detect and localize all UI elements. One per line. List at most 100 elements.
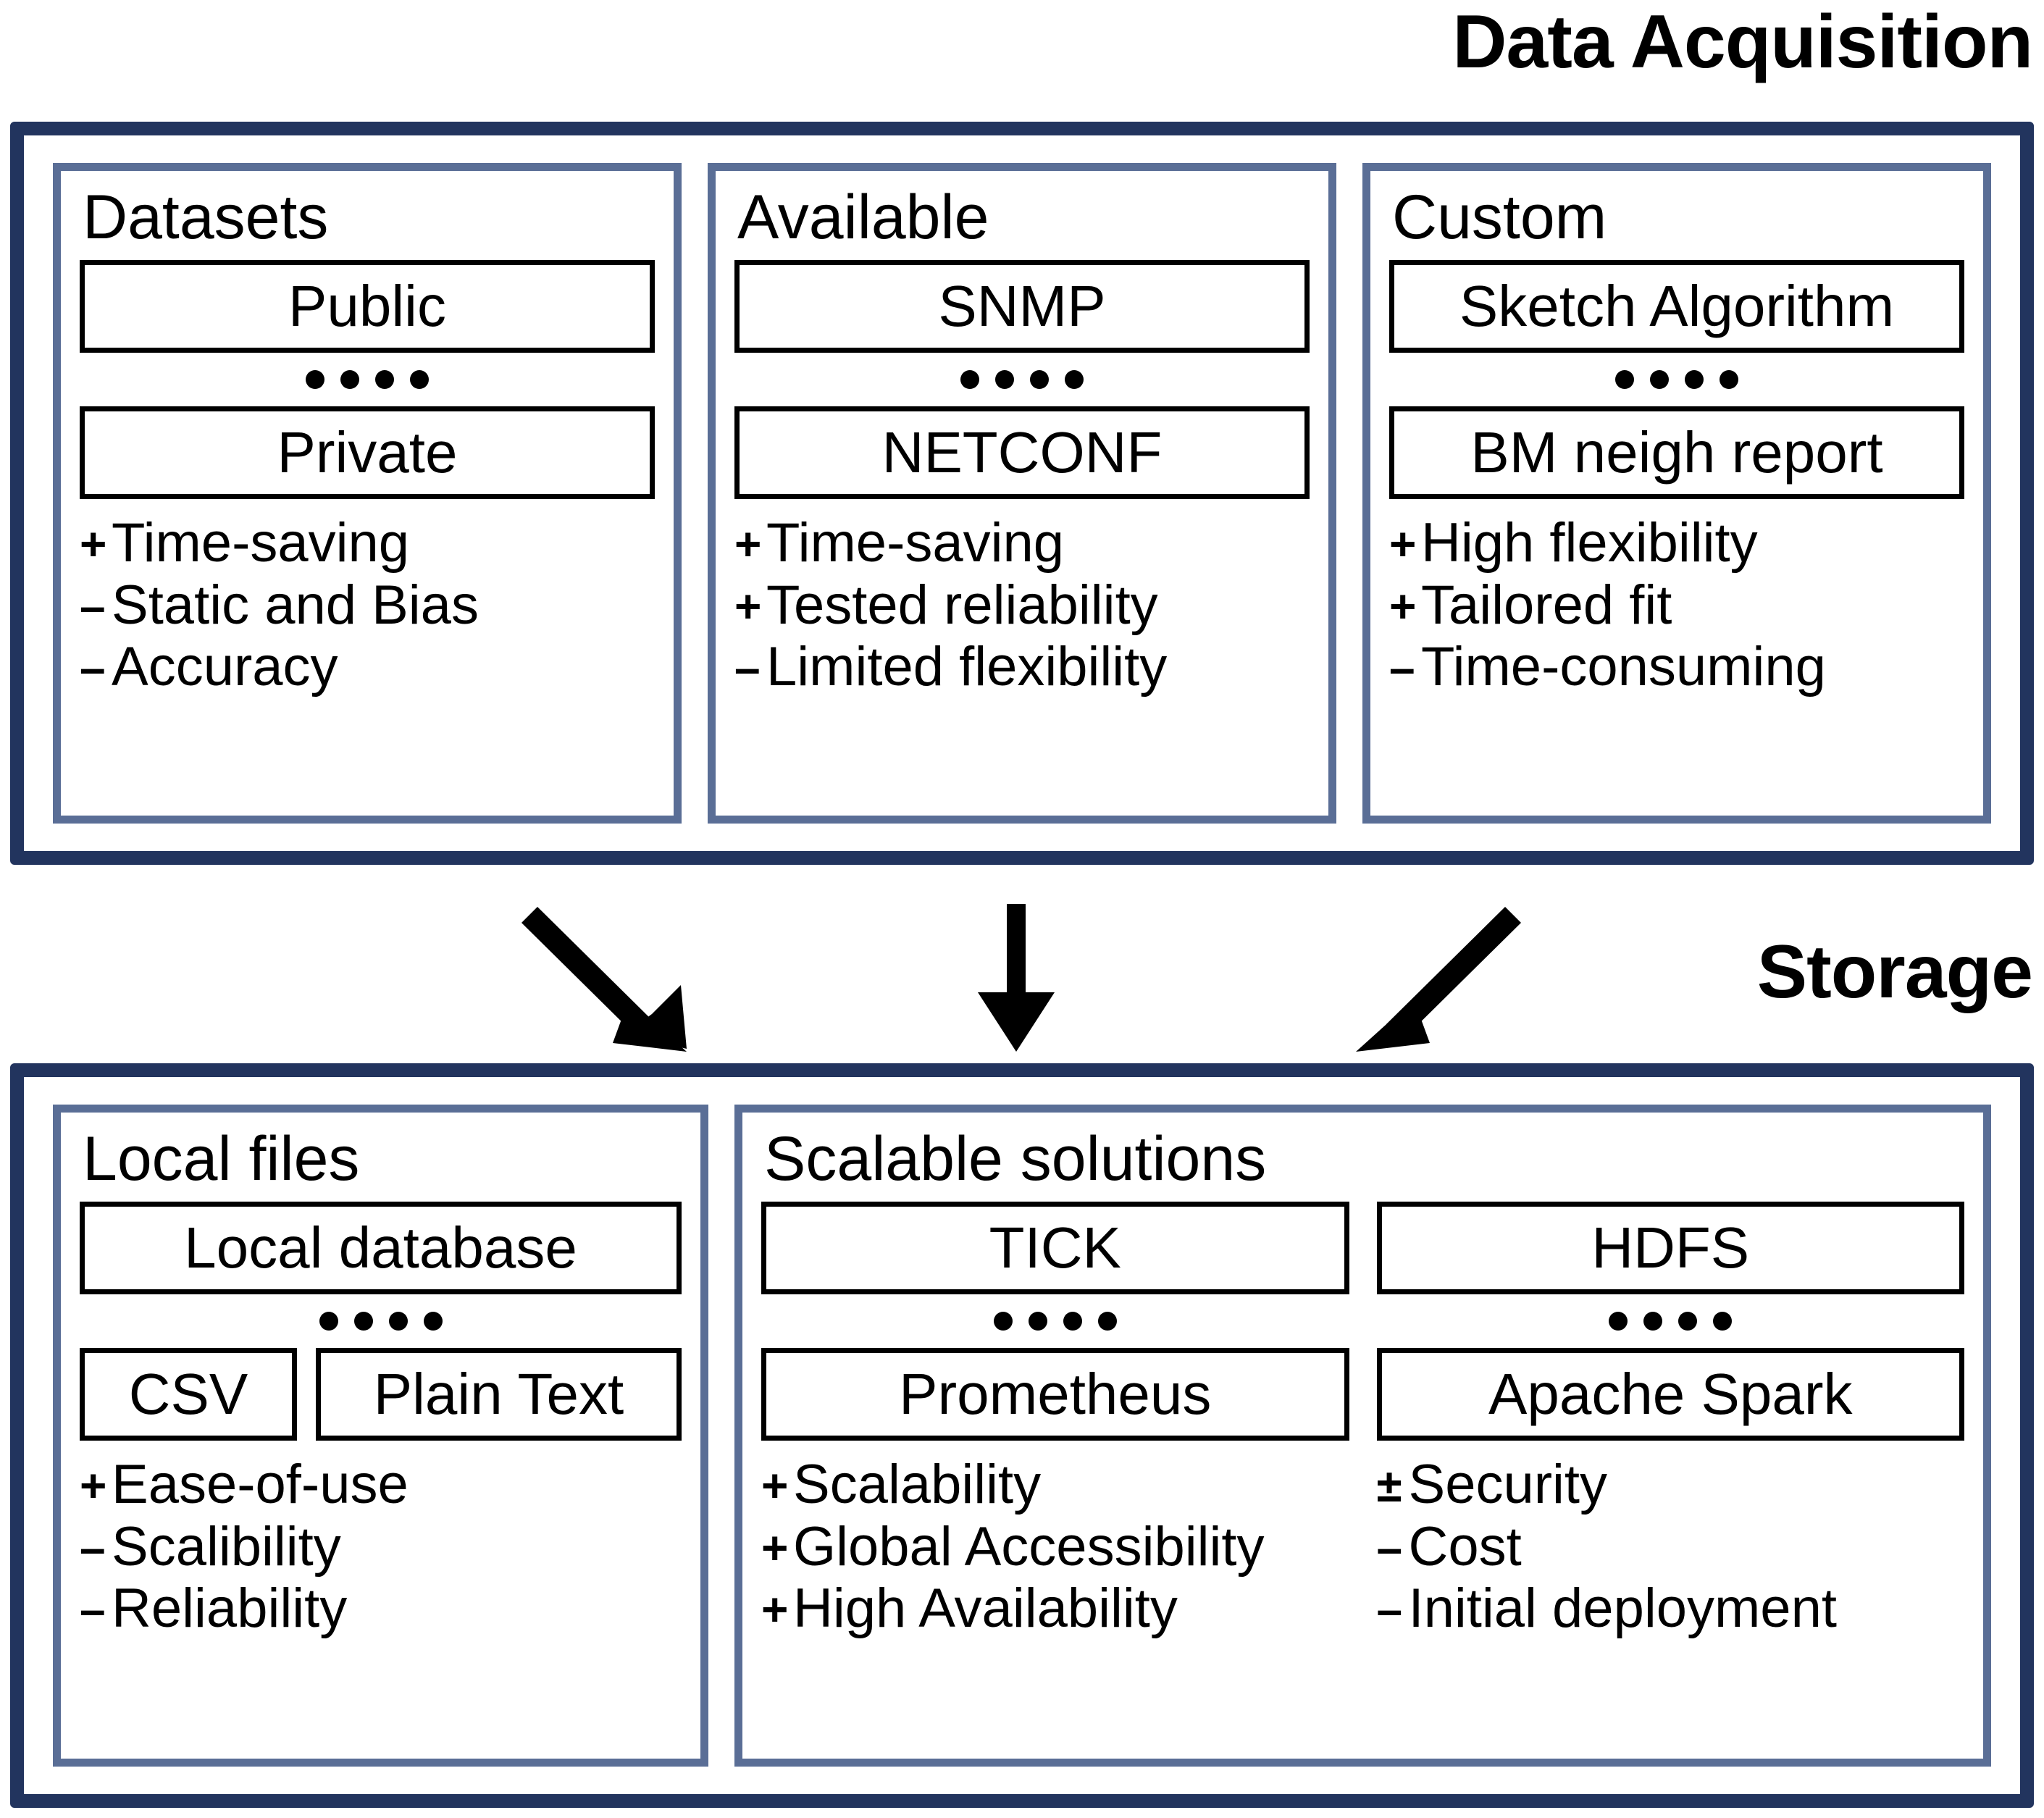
item-box-prometheus[interactable]: Prometheus: [761, 1348, 1349, 1441]
pros-cons-text: Scalability: [793, 1454, 1042, 1516]
group-data-acquisition: Datasets Public Private + Time-saving: [10, 122, 2034, 865]
panel-scalable-solutions[interactable]: Scalable solutions TICK Prometheus: [734, 1105, 1991, 1767]
pros-cons-row: – Initial deployment: [1377, 1578, 1965, 1639]
dot: [1678, 1312, 1698, 1331]
pros-cons-list-custom: + High flexibility + Tailored fit – Time…: [1389, 512, 1964, 697]
dot: [375, 370, 394, 390]
item-box-bm-neigh-report[interactable]: BM neigh report: [1389, 406, 1964, 500]
plus-minus-sign-icon: ±: [1376, 1459, 1402, 1512]
dot: [1685, 370, 1704, 390]
dot: [1097, 1312, 1117, 1331]
scalable-column-hdfs: HDFS Apache Spark ± Security: [1376, 1202, 1965, 1744]
panel-available[interactable]: Available SNMP NETCONF + Time-saving: [708, 163, 1336, 824]
separator-dots: [761, 1294, 1349, 1348]
pros-cons-text: Scalibility: [112, 1515, 341, 1578]
dot: [319, 1312, 338, 1331]
item-box-snmp[interactable]: SNMP: [734, 260, 1310, 353]
pros-cons-row: – Static and Bias: [80, 574, 655, 636]
pros-cons-row: + High Availability: [761, 1578, 1349, 1639]
dot: [960, 370, 979, 390]
dot: [1065, 370, 1084, 390]
item-box-tick[interactable]: TICK: [761, 1202, 1349, 1295]
minus-sign-icon: –: [1389, 641, 1415, 694]
item-box-apache-spark[interactable]: Apache Spark: [1376, 1348, 1964, 1441]
pros-cons-row: + Tailored fit: [1389, 574, 1964, 636]
dot: [340, 370, 359, 390]
section-title-data-acquisition: Data Acquisition: [1452, 0, 2033, 84]
item-box-private[interactable]: Private: [80, 406, 655, 500]
pros-cons-list-scalable-left: + Scalability + Global Accessibility + H…: [761, 1454, 1349, 1638]
dot: [1030, 370, 1049, 390]
pros-cons-row: + Time-saving: [80, 512, 655, 574]
dot: [423, 1312, 443, 1331]
pros-cons-list-local-files: + Ease-of-use – Scalibility – Reliabilit…: [80, 1454, 682, 1638]
item-box-public[interactable]: Public: [80, 260, 655, 353]
pros-cons-row: ± Security: [1377, 1454, 1965, 1515]
dot: [1650, 370, 1669, 390]
plus-sign-icon: +: [761, 1521, 789, 1574]
panel-title-available: Available: [737, 183, 989, 252]
plus-sign-icon: +: [734, 579, 762, 632]
panel-custom[interactable]: Custom Sketch Algorithm BM neigh report …: [1362, 163, 1991, 824]
pros-cons-list-available: + Time-saving + Tested reliability – Lim…: [734, 512, 1310, 697]
pros-cons-text: Reliability: [112, 1577, 348, 1639]
arrow-available-to-storage: [978, 904, 1055, 1052]
pros-cons-row: + Tested reliability: [734, 574, 1310, 636]
pros-cons-text: Limited flexibility: [766, 635, 1168, 698]
panel-body-local-files: Local database CSV Plain Text +: [80, 1202, 682, 1744]
plus-sign-icon: +: [734, 518, 762, 571]
minus-sign-icon: –: [80, 1521, 106, 1574]
pros-cons-row: – Scalibility: [80, 1516, 682, 1578]
pros-cons-text: Static and Bias: [112, 574, 479, 636]
pros-cons-text: Global Accessibility: [793, 1515, 1265, 1578]
pros-cons-text: Ease-of-use: [112, 1454, 409, 1516]
item-box-row: CSV Plain Text: [80, 1348, 682, 1441]
panel-local-files[interactable]: Local files Local database CSV Plain Tex…: [53, 1105, 708, 1767]
item-box-netconf[interactable]: NETCONF: [734, 406, 1310, 500]
panel-title-local-files: Local files: [83, 1124, 360, 1194]
minus-sign-icon: –: [1376, 1521, 1403, 1574]
minus-sign-icon: –: [80, 579, 106, 632]
pros-cons-text: Time-saving: [766, 512, 1065, 574]
pros-cons-text: Accuracy: [112, 635, 338, 698]
item-box-sketch-algorithm[interactable]: Sketch Algorithm: [1389, 260, 1964, 353]
minus-sign-icon: –: [734, 641, 761, 694]
dot: [995, 370, 1014, 390]
pros-cons-row: – Reliability: [80, 1578, 682, 1639]
section-title-storage: Storage: [1756, 930, 2033, 1014]
pros-cons-text: High Availability: [793, 1577, 1178, 1639]
separator-dots: [80, 1294, 682, 1348]
plus-sign-icon: +: [761, 1459, 789, 1512]
item-box-hdfs[interactable]: HDFS: [1376, 1202, 1964, 1295]
pros-cons-row: + Ease-of-use: [80, 1454, 682, 1515]
item-box-plain-text[interactable]: Plain Text: [316, 1348, 682, 1441]
pros-cons-text: Time-consuming: [1421, 635, 1826, 698]
pros-cons-text: Time-saving: [112, 512, 410, 574]
dot: [410, 370, 429, 390]
pros-cons-text: Tailored fit: [1421, 574, 1672, 636]
dot: [1615, 370, 1634, 390]
item-box-local-database[interactable]: Local database: [80, 1202, 682, 1295]
panel-body-datasets: Public Private + Time-saving: [80, 260, 655, 801]
separator-dots: [734, 353, 1310, 406]
panel-title-datasets: Datasets: [83, 183, 329, 252]
panel-body-scalable-solutions: TICK Prometheus + Scalability: [761, 1202, 1964, 1744]
pros-cons-text: High flexibility: [1421, 512, 1758, 574]
panel-body-available: SNMP NETCONF + Time-saving: [734, 260, 1310, 801]
group-storage: Local files Local database CSV Plain Tex…: [10, 1063, 2034, 1808]
dot: [1643, 1312, 1663, 1331]
panel-title-custom: Custom: [1392, 183, 1607, 252]
panel-datasets[interactable]: Datasets Public Private + Time-saving: [53, 163, 682, 824]
pros-cons-row: + Scalability: [761, 1454, 1349, 1515]
item-box-csv[interactable]: CSV: [80, 1348, 297, 1441]
pros-cons-row: + Global Accessibility: [761, 1516, 1349, 1578]
dot: [1028, 1312, 1047, 1331]
panel-body-custom: Sketch Algorithm BM neigh report + High …: [1389, 260, 1964, 801]
plus-sign-icon: +: [1389, 579, 1417, 632]
minus-sign-icon: –: [1376, 1583, 1403, 1635]
plus-sign-icon: +: [80, 518, 107, 571]
pros-cons-text: Tested reliability: [766, 574, 1158, 636]
panel-title-scalable-solutions: Scalable solutions: [764, 1124, 1267, 1194]
pros-cons-text: Security: [1408, 1454, 1608, 1516]
